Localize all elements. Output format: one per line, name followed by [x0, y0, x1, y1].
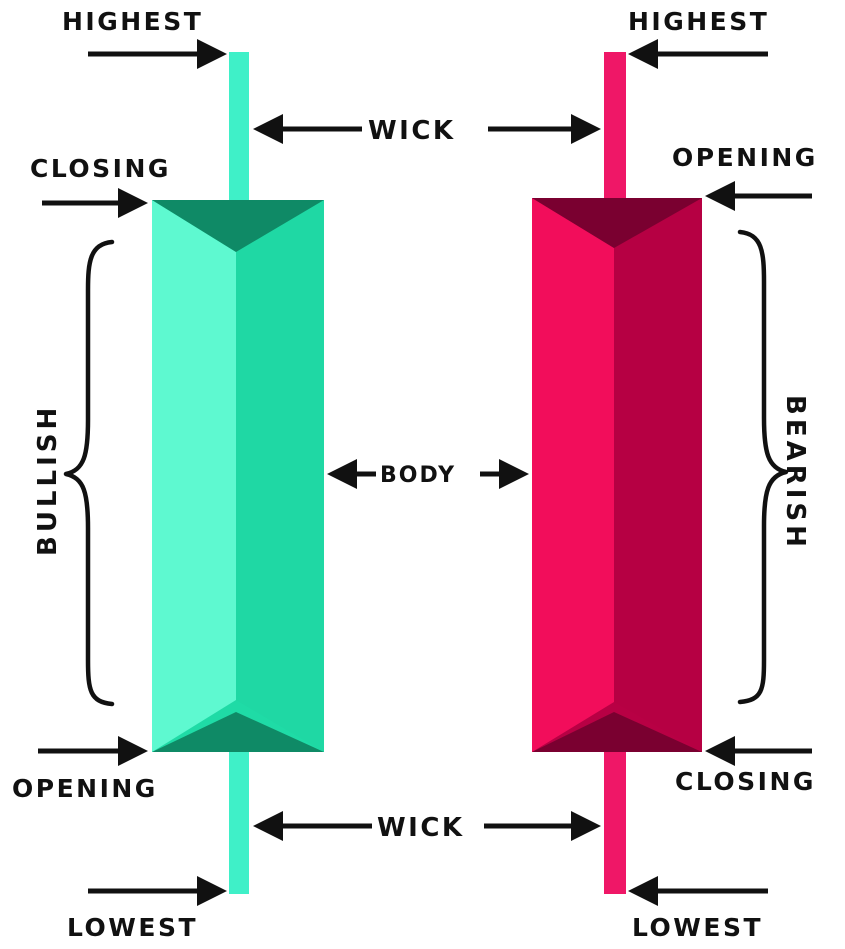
- bullish-lower-wick: [229, 752, 249, 894]
- bearish-lower-wick: [604, 752, 626, 894]
- right-lowest-label: LOWEST: [632, 913, 763, 942]
- bottom-wick-label: WICK: [377, 813, 465, 843]
- bullish-brace: [66, 242, 112, 704]
- body-label: BODY: [380, 463, 456, 488]
- bullish-candle: [152, 52, 324, 894]
- bullish-body: [152, 200, 324, 752]
- bullish-label: BULLISH: [33, 404, 63, 556]
- top-wick-label: WICK: [368, 116, 456, 146]
- right-closing-label: CLOSING: [675, 767, 816, 796]
- bearish-brace: [740, 232, 786, 702]
- bullish-upper-wick: [229, 52, 249, 200]
- right-highest-label: HIGHEST: [628, 7, 769, 36]
- left-highest-label: HIGHEST: [62, 7, 203, 36]
- bearish-body: [532, 198, 702, 752]
- left-opening-label: OPENING: [12, 774, 158, 803]
- bearish-upper-wick: [604, 52, 626, 198]
- left-closing-label: CLOSING: [30, 154, 171, 183]
- bearish-label: BEARISH: [780, 395, 810, 551]
- right-opening-label: OPENING: [672, 143, 818, 172]
- left-lowest-label: LOWEST: [67, 913, 198, 942]
